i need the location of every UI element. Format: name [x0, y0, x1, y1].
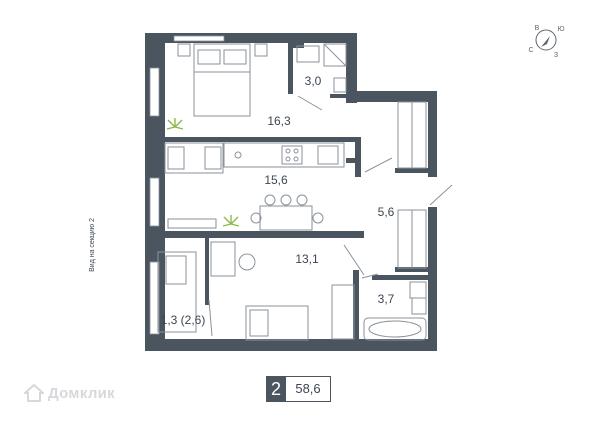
room-area-bathroom-bottom: 3,7 — [378, 292, 395, 306]
house-logo-icon — [24, 384, 44, 402]
room-area-bathroom-top: 3,0 — [305, 74, 322, 88]
plant-icons — [166, 118, 240, 227]
compass-north: В — [535, 25, 540, 32]
furniture — [157, 43, 427, 341]
room-area-balcony: 1,3 (2,6) — [161, 313, 206, 327]
compass-arrow-icon — [541, 36, 550, 47]
rooms-count: 2 — [266, 376, 286, 402]
room-area-hallway: 5,6 — [378, 205, 395, 219]
doors — [208, 95, 453, 337]
compass: В Ю С З — [528, 25, 564, 59]
total-area: 58,6 — [286, 376, 331, 402]
section-view-label: Вид на секцию 2 — [89, 218, 96, 272]
room-area-kitchen-living: 15,6 — [264, 173, 288, 187]
apartment-summary: 2 58,6 — [266, 376, 331, 402]
windows — [149, 35, 225, 335]
watermark: Домклик — [24, 384, 115, 402]
compass-west: С — [528, 47, 533, 54]
compass-south: З — [554, 52, 558, 59]
compass-east: Ю — [557, 26, 564, 33]
watermark-text: Домклик — [48, 384, 115, 402]
room-area-bedroom: 16,3 — [267, 114, 291, 128]
room-area-room-2: 13,1 — [295, 252, 319, 266]
